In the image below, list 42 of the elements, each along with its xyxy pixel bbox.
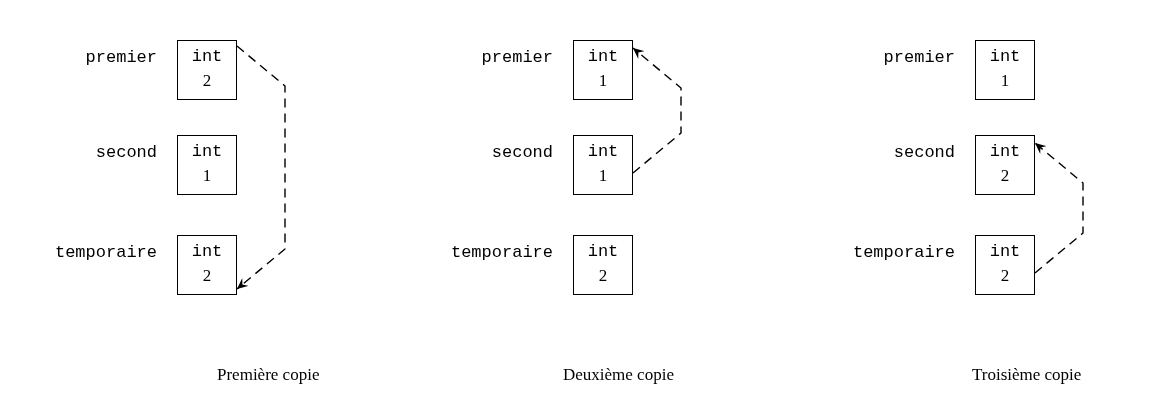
variable-name: second <box>892 143 955 162</box>
type-label: int <box>988 242 1022 261</box>
variable-box <box>177 135 237 195</box>
type-label: int <box>190 142 224 161</box>
variable-box <box>177 40 237 100</box>
variable-name: premier <box>882 48 955 67</box>
variable-box <box>177 235 237 295</box>
variable-box <box>975 40 1035 100</box>
type-label: int <box>988 142 1022 161</box>
variable-box <box>975 235 1035 295</box>
variable-box <box>573 235 633 295</box>
value-label: 2 <box>999 166 1011 186</box>
type-label: int <box>586 242 620 261</box>
value-label: 2 <box>201 71 213 91</box>
dashed-arrow <box>236 45 286 290</box>
variable-name: second <box>94 143 157 162</box>
value-label: 1 <box>597 166 609 186</box>
variable-name: temporaire <box>53 243 157 262</box>
caption: Troisième copie <box>972 365 1082 385</box>
variable-name: temporaire <box>449 243 553 262</box>
variable-name: temporaire <box>851 243 955 262</box>
value-label: 2 <box>597 266 609 286</box>
caption: Deuxième copie <box>563 365 674 385</box>
variable-name: premier <box>84 48 157 67</box>
variable-name: second <box>490 143 553 162</box>
type-label: int <box>586 47 620 66</box>
value-label: 1 <box>999 71 1011 91</box>
variable-box <box>573 135 633 195</box>
value-label: 2 <box>201 266 213 286</box>
type-label: int <box>988 47 1022 66</box>
type-label: int <box>586 142 620 161</box>
value-label: 1 <box>201 166 213 186</box>
variable-name: premier <box>480 48 553 67</box>
value-label: 2 <box>999 266 1011 286</box>
type-label: int <box>190 242 224 261</box>
dashed-arrow <box>632 47 682 174</box>
variable-box <box>975 135 1035 195</box>
variable-box <box>573 40 633 100</box>
caption: Première copie <box>217 365 320 385</box>
dashed-arrow <box>1034 142 1084 274</box>
value-label: 1 <box>597 71 609 91</box>
type-label: int <box>190 47 224 66</box>
